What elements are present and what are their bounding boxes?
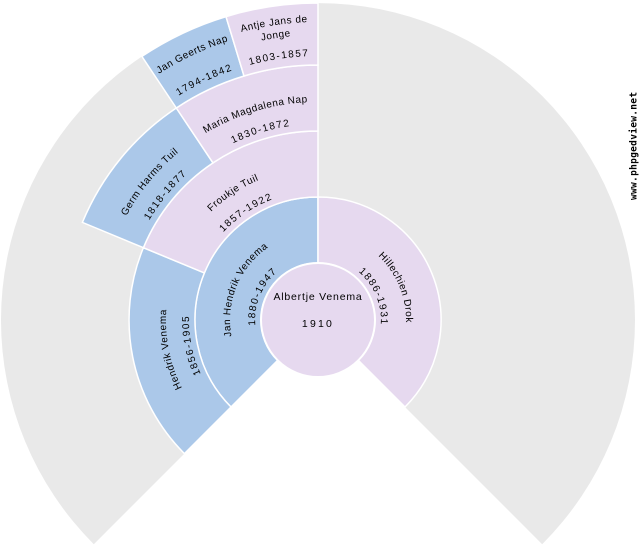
center-person-dates: 1910 bbox=[302, 318, 334, 330]
center-person-circle[interactable] bbox=[260, 262, 376, 378]
ancestor-sector[interactable] bbox=[140, 15, 245, 110]
center-person-name: Albertje Venema bbox=[273, 291, 362, 303]
ancestor-name: Jonge bbox=[260, 28, 291, 43]
ancestor-sector[interactable] bbox=[225, 2, 319, 77]
ancestor-sector[interactable] bbox=[81, 106, 215, 249]
watermark-text: www.phpgedview.net bbox=[629, 92, 640, 200]
ancestor-sector[interactable] bbox=[128, 246, 233, 455]
